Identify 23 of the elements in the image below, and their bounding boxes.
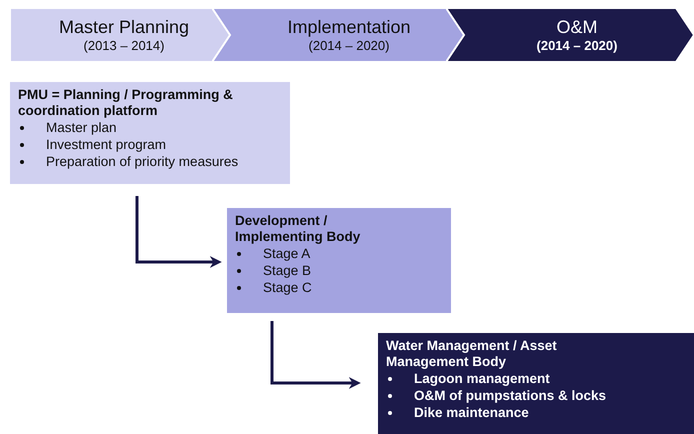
bullet-item: O&M of pumpstations & locks [414,387,606,404]
body-box [227,208,451,313]
arrow [270,321,361,389]
phase-years: (2013 – 2014) [84,38,164,54]
bullet-item: Investment program [46,136,166,153]
phase-title: Implementation [287,16,411,38]
phase-title: O&M [556,16,598,38]
arrow [136,196,222,268]
box-heading: PMU = Planning / Programming & coordination platform [18,87,234,119]
body-box [378,333,694,434]
bullet-item: Master plan [46,119,117,136]
bullet-item: Stage A [263,245,310,262]
box-heading: Water Management / Asset Management Body [386,338,558,370]
bullet-item: Stage C [263,279,312,296]
phase-title: Master Planning [58,16,190,38]
phase-years: (2014 – 2020) [536,38,618,54]
phase-years: (2014 – 2020) [308,38,390,54]
box-heading: Development / Implementing Body [235,213,362,245]
bullet-item: Dike maintenance [414,404,529,421]
bullet-item: Stage B [263,262,312,279]
bullet-item: Lagoon management [414,370,550,387]
body-box [10,82,290,184]
bullet-item: Preparation of priority measures [46,153,238,170]
